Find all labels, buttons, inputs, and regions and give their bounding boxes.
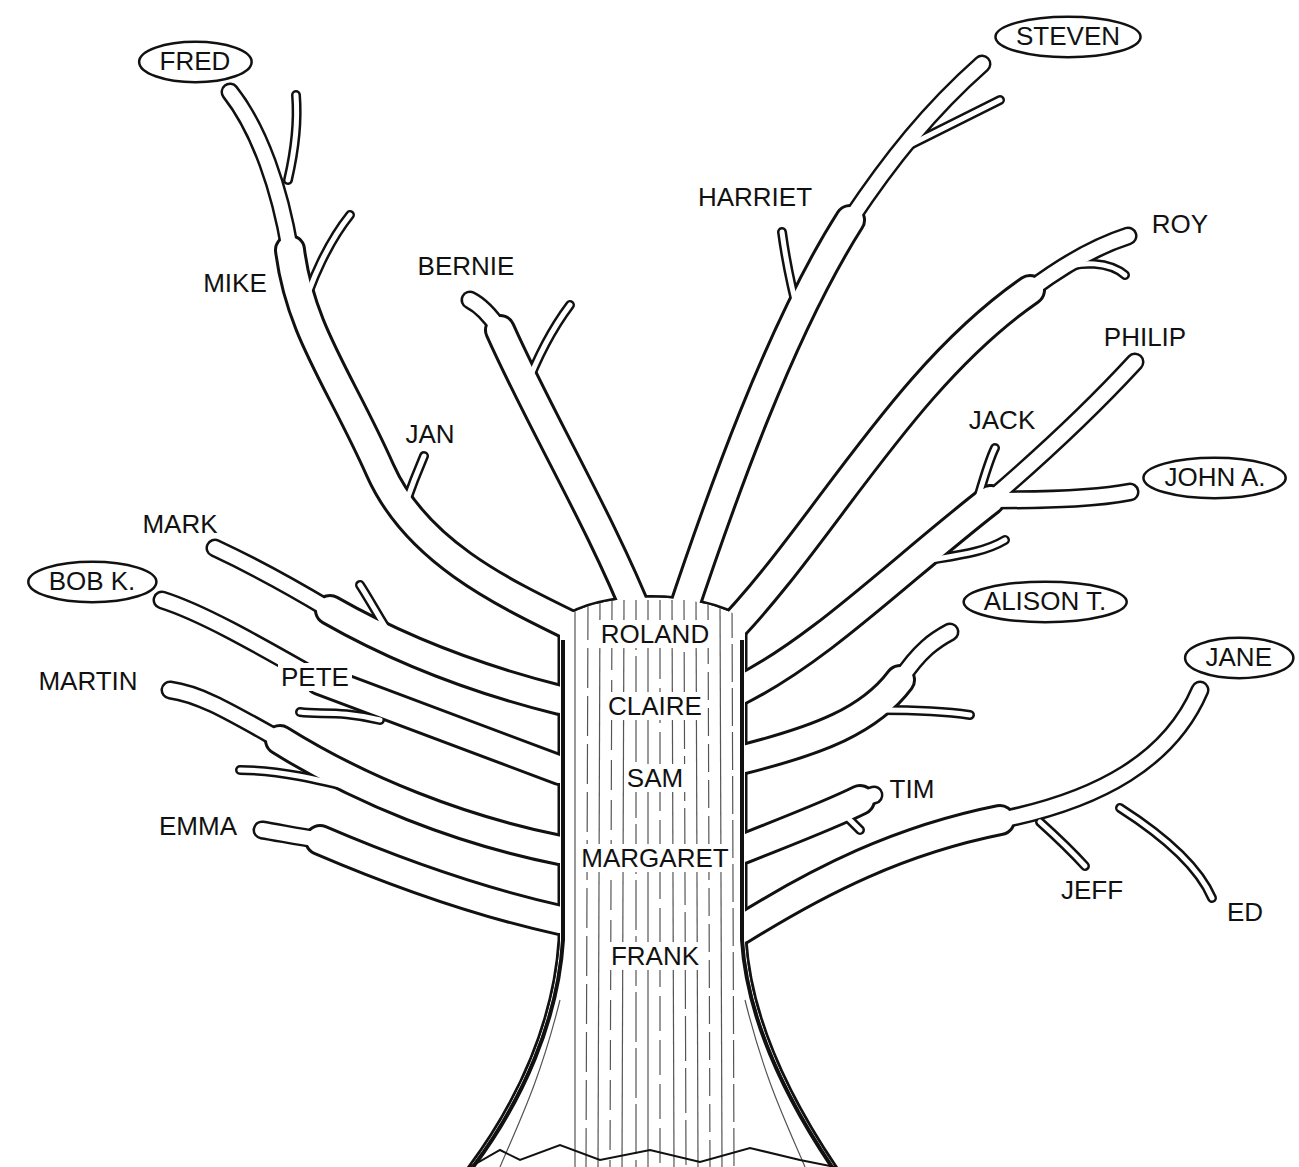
person-name: CLAIRE: [605, 692, 705, 721]
name-oval: FRED: [138, 40, 253, 84]
person-name: JANE: [1206, 643, 1272, 673]
name-oval: JOHN A.: [1142, 456, 1287, 500]
person-name: JEFF: [1058, 876, 1126, 905]
name-oval: STEVEN: [994, 15, 1142, 59]
person-name: ED: [1224, 898, 1266, 927]
person-name: EMMA: [156, 812, 240, 841]
person-name: BOB K.: [49, 567, 136, 597]
person-name: HARRIET: [695, 183, 815, 212]
person-name: PETE: [278, 663, 352, 692]
person-name: MARK: [139, 510, 220, 539]
person-name: FRANK: [608, 942, 702, 971]
person-name: MARTIN: [35, 667, 140, 696]
person-name: ROLAND: [598, 620, 712, 649]
person-name: JOHN A.: [1164, 463, 1265, 493]
person-name: STEVEN: [1016, 22, 1120, 52]
person-name: TIM: [887, 775, 938, 804]
person-name: JACK: [966, 406, 1038, 435]
person-name: ROY: [1149, 210, 1211, 239]
person-name: ALISON T.: [984, 587, 1106, 617]
person-name: BERNIE: [415, 252, 518, 281]
person-name: MARGARET: [578, 844, 731, 873]
name-oval: BOB K.: [27, 560, 158, 604]
person-name: FRED: [160, 47, 231, 77]
person-name: MIKE: [200, 269, 270, 298]
person-name: SAM: [624, 764, 686, 793]
person-name: JAN: [402, 420, 457, 449]
name-oval: JANE: [1184, 636, 1294, 680]
name-oval: ALISON T.: [962, 580, 1128, 624]
person-name: PHILIP: [1101, 323, 1189, 352]
